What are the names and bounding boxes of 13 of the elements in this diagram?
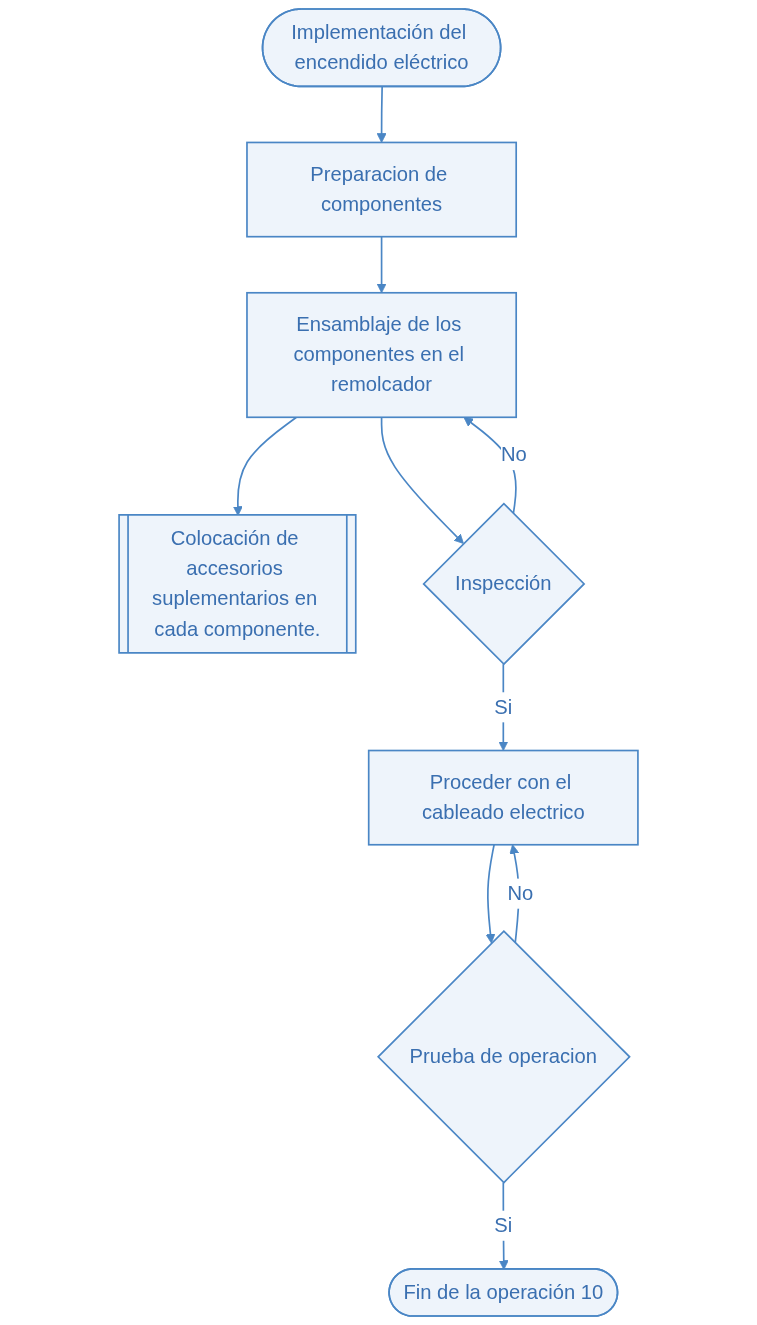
edge-label: No <box>500 443 527 466</box>
arrow <box>376 235 387 294</box>
node-diamond: Inspección <box>422 502 586 666</box>
node-box: Ensamblaje de los componentes en el remolcador <box>246 291 518 419</box>
node-diamond: Prueba de operacion <box>377 929 631 1184</box>
node-box: Proceder con el cableado electrico <box>367 749 639 846</box>
edge-label: Si <box>494 695 513 718</box>
node-box: Preparacion de componentes <box>246 141 518 238</box>
edge-label: No <box>507 881 534 905</box>
arrow <box>376 86 387 143</box>
edge-label: Si <box>494 1213 513 1237</box>
arrow <box>485 843 496 944</box>
arrow <box>380 416 464 544</box>
